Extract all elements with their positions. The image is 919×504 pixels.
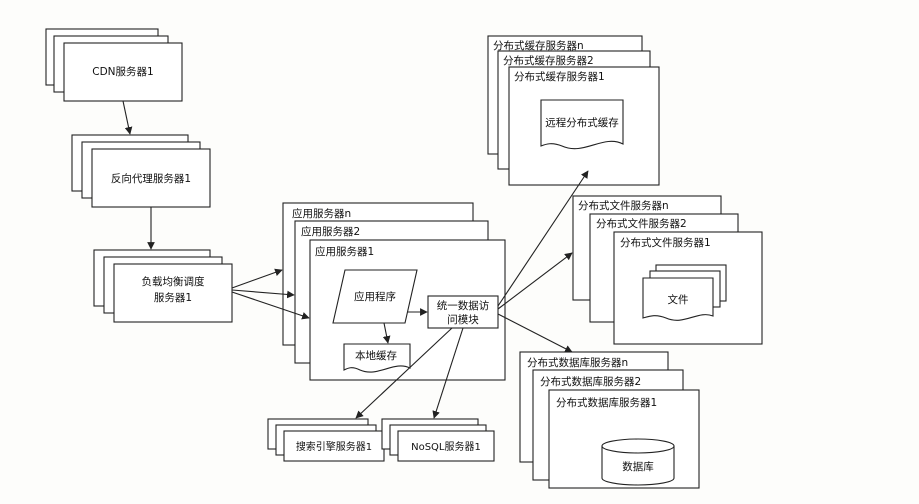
reverse-proxy-label: 反向代理服务器1	[111, 172, 191, 185]
nosql-label: NoSQL服务器1	[411, 440, 481, 453]
file-server-2-label: 分布式文件服务器2	[596, 217, 687, 230]
edge-data-access-to-file	[497, 252, 573, 310]
db-server-n-label: 分布式数据库服务器n	[527, 356, 628, 369]
edge-lb-to-app-1	[231, 291, 310, 320]
data-access-module	[427, 295, 499, 329]
edge-data-access-to-cache	[497, 170, 589, 307]
local-cache-label: 本地缓存	[355, 349, 397, 362]
edge-lb-to-app-n	[231, 268, 283, 289]
data-access-label-line2: 问模块	[447, 313, 479, 326]
app-program-label: 应用程序	[354, 290, 396, 303]
edge-app-to-local-cache	[382, 322, 391, 344]
cache-server-n-label: 分布式缓存服务器n	[493, 39, 584, 52]
edge-data-access-to-db	[497, 313, 573, 353]
reverse-proxy-stack: 反向代理服务器1	[71, 134, 211, 208]
app-server-2-label: 应用服务器2	[301, 225, 360, 238]
file-shape	[642, 277, 714, 321]
connections	[122, 100, 589, 419]
cdn-server-stack: CDN服务器1	[45, 28, 183, 102]
cache-server-2-label: 分布式缓存服务器2	[503, 54, 594, 67]
db-server-2-label: 分布式数据库服务器2	[540, 375, 641, 388]
edge-lb-to-app-2	[231, 289, 295, 299]
search-engine-label: 搜索引擎服务器1	[296, 440, 372, 453]
file-server-1-label: 分布式文件服务器1	[620, 236, 711, 249]
database-cylinder-icon	[601, 438, 675, 486]
app-server-stack: 应用服务器n 应用服务器2 应用服务器1 应用程序 本地缓存 统一数据访 问模块	[282, 202, 506, 381]
cache-server-1-label: 分布式缓存服务器1	[514, 70, 605, 83]
distributed-file-stack: 分布式文件服务器n 分布式文件服务器2 分布式文件服务器1 文件	[572, 195, 763, 345]
nosql-stack: NoSQL服务器1	[381, 418, 495, 462]
database-label: 数据库	[622, 460, 654, 473]
local-cache-shape	[343, 343, 411, 373]
data-access-label-line1: 统一数据访	[437, 299, 490, 312]
distributed-cache-stack: 分布式缓存服务器n 分布式缓存服务器2 分布式缓存服务器1 远程分布式缓存	[487, 35, 660, 186]
remote-cache-shape	[540, 99, 624, 150]
app-server-n-label: 应用服务器n	[292, 207, 351, 220]
edge-cdn-to-proxy	[122, 100, 133, 135]
search-engine-stack: 搜索引擎服务器1	[267, 418, 385, 462]
file-server-n-label: 分布式文件服务器n	[578, 199, 669, 212]
remote-cache-label: 远程分布式缓存	[545, 116, 619, 129]
file-label: 文件	[668, 293, 689, 306]
db-server-1-label: 分布式数据库服务器1	[556, 396, 657, 409]
load-balancer-stack: 负载均衡调度 服务器1	[93, 249, 233, 323]
app-program-shape	[332, 269, 418, 324]
app-server-1-label: 应用服务器1	[315, 245, 374, 258]
edge-data-access-to-nosql	[432, 327, 464, 419]
load-balancer-label-line2: 服务器1	[154, 291, 192, 304]
edge-data-access-to-search	[355, 327, 453, 419]
cdn-server-label: CDN服务器1	[92, 65, 153, 78]
distributed-database-stack: 分布式数据库服务器n 分布式数据库服务器2 分布式数据库服务器1 数据库	[519, 351, 700, 489]
load-balancer-label-line1: 负载均衡调度	[142, 275, 205, 288]
